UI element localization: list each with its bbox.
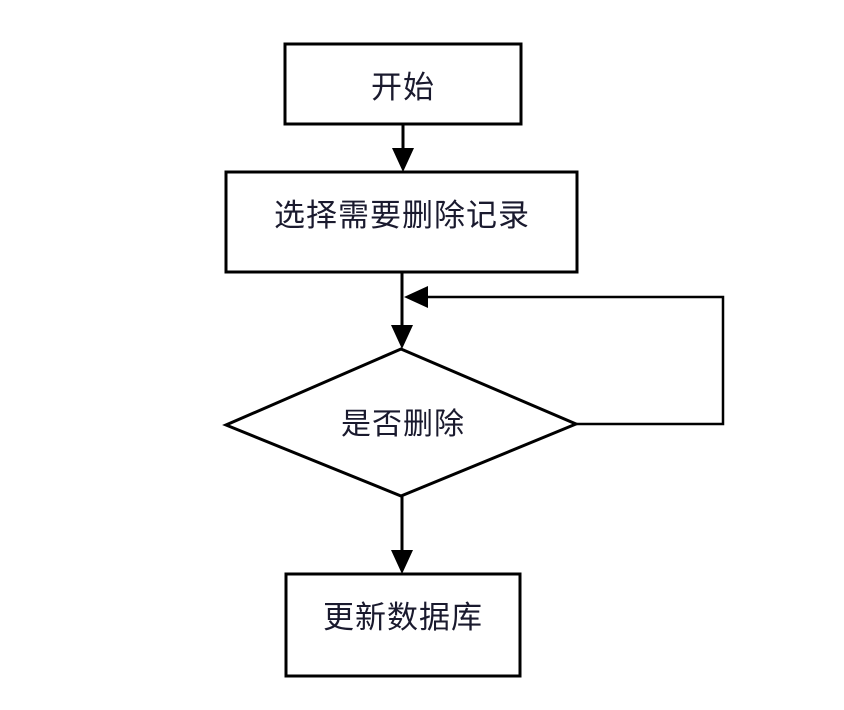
edge-confirm-to-update	[391, 496, 413, 574]
edge-start-to-select-arrowhead	[392, 148, 414, 172]
node-confirm-delete-label: 是否删除	[341, 408, 465, 441]
node-update-database-shape[interactable]	[284, 572, 522, 678]
node-start-shape[interactable]	[283, 42, 523, 126]
edge-confirm-loop-back-path	[418, 295, 725, 426]
node-select-record-label: 选择需要删除记录	[274, 198, 530, 233]
node-update-database[interactable]: 更新数据库	[284, 572, 522, 678]
edge-select-to-confirm-arrowhead	[391, 325, 413, 349]
node-select-record-shape[interactable]	[224, 170, 579, 274]
node-update-database-label: 更新数据库	[323, 600, 483, 635]
edge-confirm-to-update-arrowhead	[391, 550, 413, 574]
node-confirm-delete-shape[interactable]	[222, 347, 580, 498]
edge-confirm-loop-back-arrowhead	[404, 286, 428, 308]
node-start-label: 开始	[371, 70, 435, 105]
edge-select-to-confirm	[391, 272, 413, 349]
edge-confirm-loop-back	[404, 286, 725, 426]
edge-start-to-select	[392, 124, 414, 172]
node-select-record[interactable]: 选择需要删除记录	[224, 170, 579, 274]
node-confirm-delete[interactable]: 是否删除	[222, 347, 580, 498]
node-start[interactable]: 开始	[283, 42, 523, 126]
